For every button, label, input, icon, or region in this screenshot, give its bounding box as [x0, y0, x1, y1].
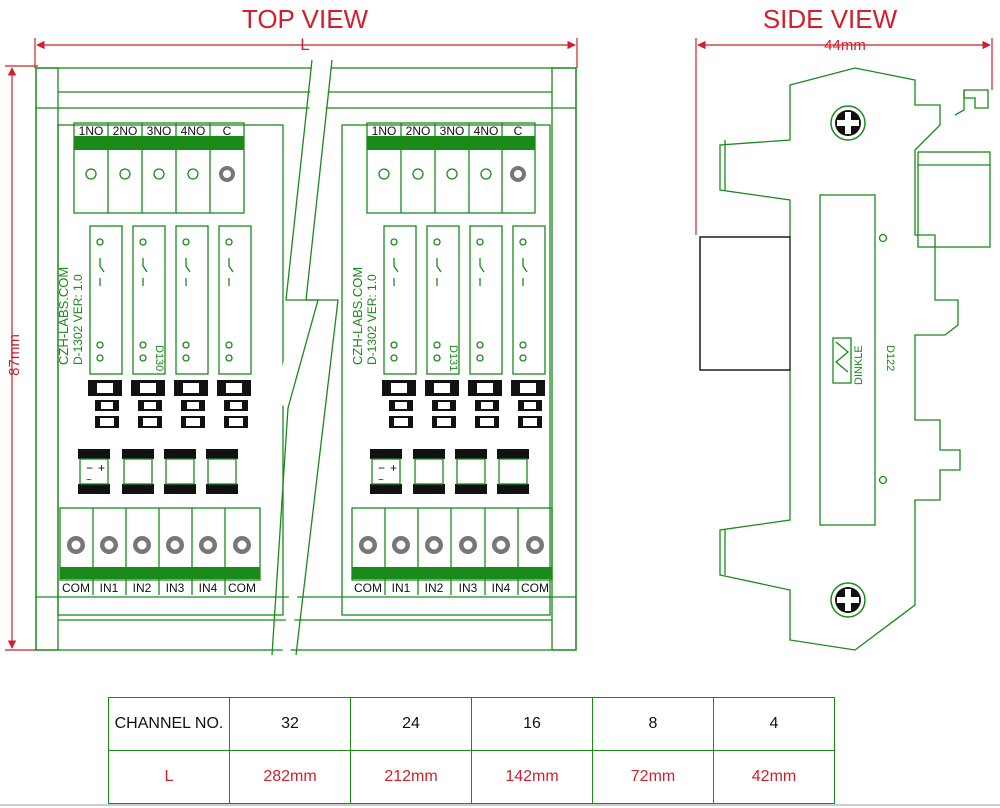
left-input-terminals: COM IN1 IN2 IN3 IN4 COM [59, 507, 261, 595]
right-relay-label: D131 [447, 345, 459, 371]
table-cell: 72mm [592, 750, 714, 804]
left-in-3: IN3 [166, 581, 185, 595]
depth-dimension: 44mm [695, 37, 993, 235]
right-term-4no: 4NO [474, 124, 499, 138]
right-term-2no: 2NO [406, 124, 431, 138]
left-term-c: C [223, 124, 232, 138]
dinkle-logo-icon [832, 337, 852, 384]
table-cell: 42mm [713, 750, 835, 804]
right-term-1no: 1NO [372, 124, 397, 138]
left-rect-ac: ~ [86, 475, 92, 486]
channel-length-table: CHANNEL NO. 32 24 16 8 4 L 282mm 212mm 1… [108, 697, 835, 804]
side-view-title: SIDE VIEW [763, 4, 898, 34]
right-brand-line1: CZH-LABS.COM [350, 267, 365, 365]
top-view-title: TOP VIEW [242, 4, 369, 34]
left-board: 1NO 2NO 3NO 4NO C D130 CZH- [56, 122, 261, 595]
right-in-2: IN2 [425, 581, 444, 595]
table-cell: 8 [592, 697, 714, 751]
left-term-2no: 2NO [113, 124, 138, 138]
table-header-length: L [108, 750, 230, 804]
table-cell: 32 [229, 697, 351, 751]
right-in-1: IN1 [392, 581, 411, 595]
table-cell: 282mm [229, 750, 351, 804]
height-label: 87mm [6, 334, 23, 376]
right-term-3no: 3NO [440, 124, 465, 138]
left-in-4: IN4 [199, 581, 218, 595]
left-in-com1: COM [62, 581, 90, 595]
left-term-1no: 1NO [79, 124, 104, 138]
side-view: DINKLE D122 [699, 67, 991, 651]
table-cell: 4 [713, 697, 835, 751]
right-in-3: IN3 [459, 581, 478, 595]
left-rectifiers: − + ~ [78, 449, 238, 494]
right-output-terminals: 1NO 2NO 3NO 4NO C [372, 123, 526, 213]
right-input-terminals: COM IN1 IN2 IN3 IN4 COM [351, 507, 553, 595]
side-model: D122 [884, 345, 896, 371]
left-in-2: IN2 [133, 581, 152, 595]
right-in-com2: COM [521, 581, 549, 595]
table-cell: 16 [471, 697, 593, 751]
screw-top-icon [830, 105, 866, 141]
left-in-com2: COM [228, 581, 256, 595]
side-brand: DINKLE [853, 345, 865, 385]
right-board: 1NO 2NO 3NO 4NO C D131 CZH-LABS. [350, 122, 553, 595]
screw-bottom-icon [830, 582, 866, 618]
length-label: L [300, 35, 309, 54]
table-row-lengths: L 282mm 212mm 142mm 72mm 42mm [108, 750, 835, 804]
left-brand-line1: CZH-LABS.COM [56, 267, 71, 365]
table-cell: 212mm [350, 750, 472, 804]
left-brand-line2: D-1302 VER: 1.0 [71, 274, 85, 365]
left-rect-minus: − [86, 461, 93, 475]
right-in-4: IN4 [492, 581, 511, 595]
left-leds [88, 380, 251, 428]
right-relays: D131 [383, 225, 546, 375]
table-cell: 24 [350, 697, 472, 751]
left-relay-label: D130 [153, 345, 165, 371]
right-rectifiers: − + ~ [370, 449, 529, 494]
right-rect-ac: ~ [378, 475, 384, 486]
depth-label: 44mm [824, 37, 866, 54]
right-rect-plus: + [390, 461, 397, 475]
left-term-4no: 4NO [181, 124, 206, 138]
right-leds [382, 380, 545, 428]
top-view-frame [35, 59, 577, 656]
height-dimension: 87mm [5, 65, 38, 651]
right-term-c: C [514, 124, 523, 138]
left-rect-plus: + [98, 461, 105, 475]
table-row-channels: CHANNEL NO. 32 24 16 8 4 [108, 697, 835, 751]
length-dimension: L [34, 35, 578, 68]
table-cell: 142mm [471, 750, 593, 804]
right-rect-minus: − [378, 461, 385, 475]
din-rail-housing [699, 67, 961, 651]
right-in-com1: COM [354, 581, 382, 595]
left-term-3no: 3NO [147, 124, 172, 138]
left-relays: D130 [89, 225, 252, 375]
right-brand-line2: D-1302 VER: 1.0 [365, 274, 379, 365]
left-in-1: IN1 [100, 581, 119, 595]
left-output-terminals: 1NO 2NO 3NO 4NO C [79, 123, 235, 213]
table-header-channel: CHANNEL NO. [108, 697, 230, 751]
